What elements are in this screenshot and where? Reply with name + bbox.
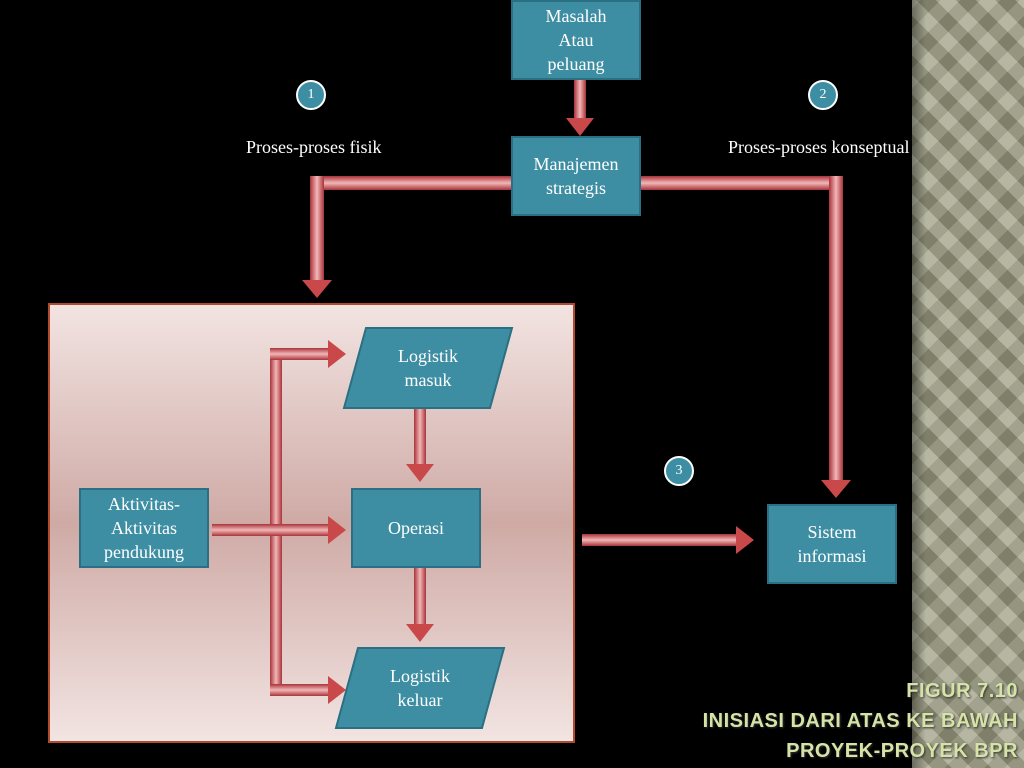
step-marker-1: 1 (296, 80, 326, 110)
logistics-in-shape (342, 327, 514, 409)
arrow-problem-to-strategy (566, 80, 594, 136)
logistics-out-label: Logistik keluar (389, 666, 450, 710)
arrow-logistics-in-to-operations (406, 408, 434, 482)
arrow-panel-to-information-system (582, 526, 754, 554)
strategy-box: Manajemen strategis (511, 136, 641, 216)
step-marker-2: 2 (808, 80, 838, 110)
arrow-operations-to-logistics-out (406, 568, 434, 642)
arrow-distribution-bar (270, 348, 282, 696)
conceptual-processes-label: Proses-proses konseptual (728, 137, 910, 157)
step-marker-3: 3 (664, 456, 694, 486)
logistics-in-label: Logistik masuk (397, 346, 458, 390)
figure-title-line-3: PROYEK-PROYEK BPR (786, 740, 1018, 762)
arrow-to-logistics-out (270, 676, 346, 704)
arrow-to-logistics-in (270, 340, 346, 368)
arrow-support-to-operations (212, 516, 346, 544)
figure-title-line-1: FIGUR 7.10 (906, 680, 1018, 702)
arrow-strategy-to-information-system (640, 176, 851, 498)
problem-box: Masalah Atau peluang (511, 0, 641, 80)
operations-box: Operasi (351, 488, 481, 568)
physical-processes-label: Proses-proses fisik (246, 137, 382, 157)
information-system-box: Sistem informasi (767, 504, 897, 584)
figure-title-line-2: INISIASI DARI ATAS KE BAWAH (702, 710, 1018, 732)
side-pattern-shadow (912, 0, 926, 768)
decorative-side-pattern (912, 0, 1024, 768)
logistics-out-shape (334, 647, 506, 729)
support-activities-box: Aktivitas- Aktivitas pendukung (79, 488, 209, 568)
arrow-strategy-to-physical (302, 176, 512, 298)
